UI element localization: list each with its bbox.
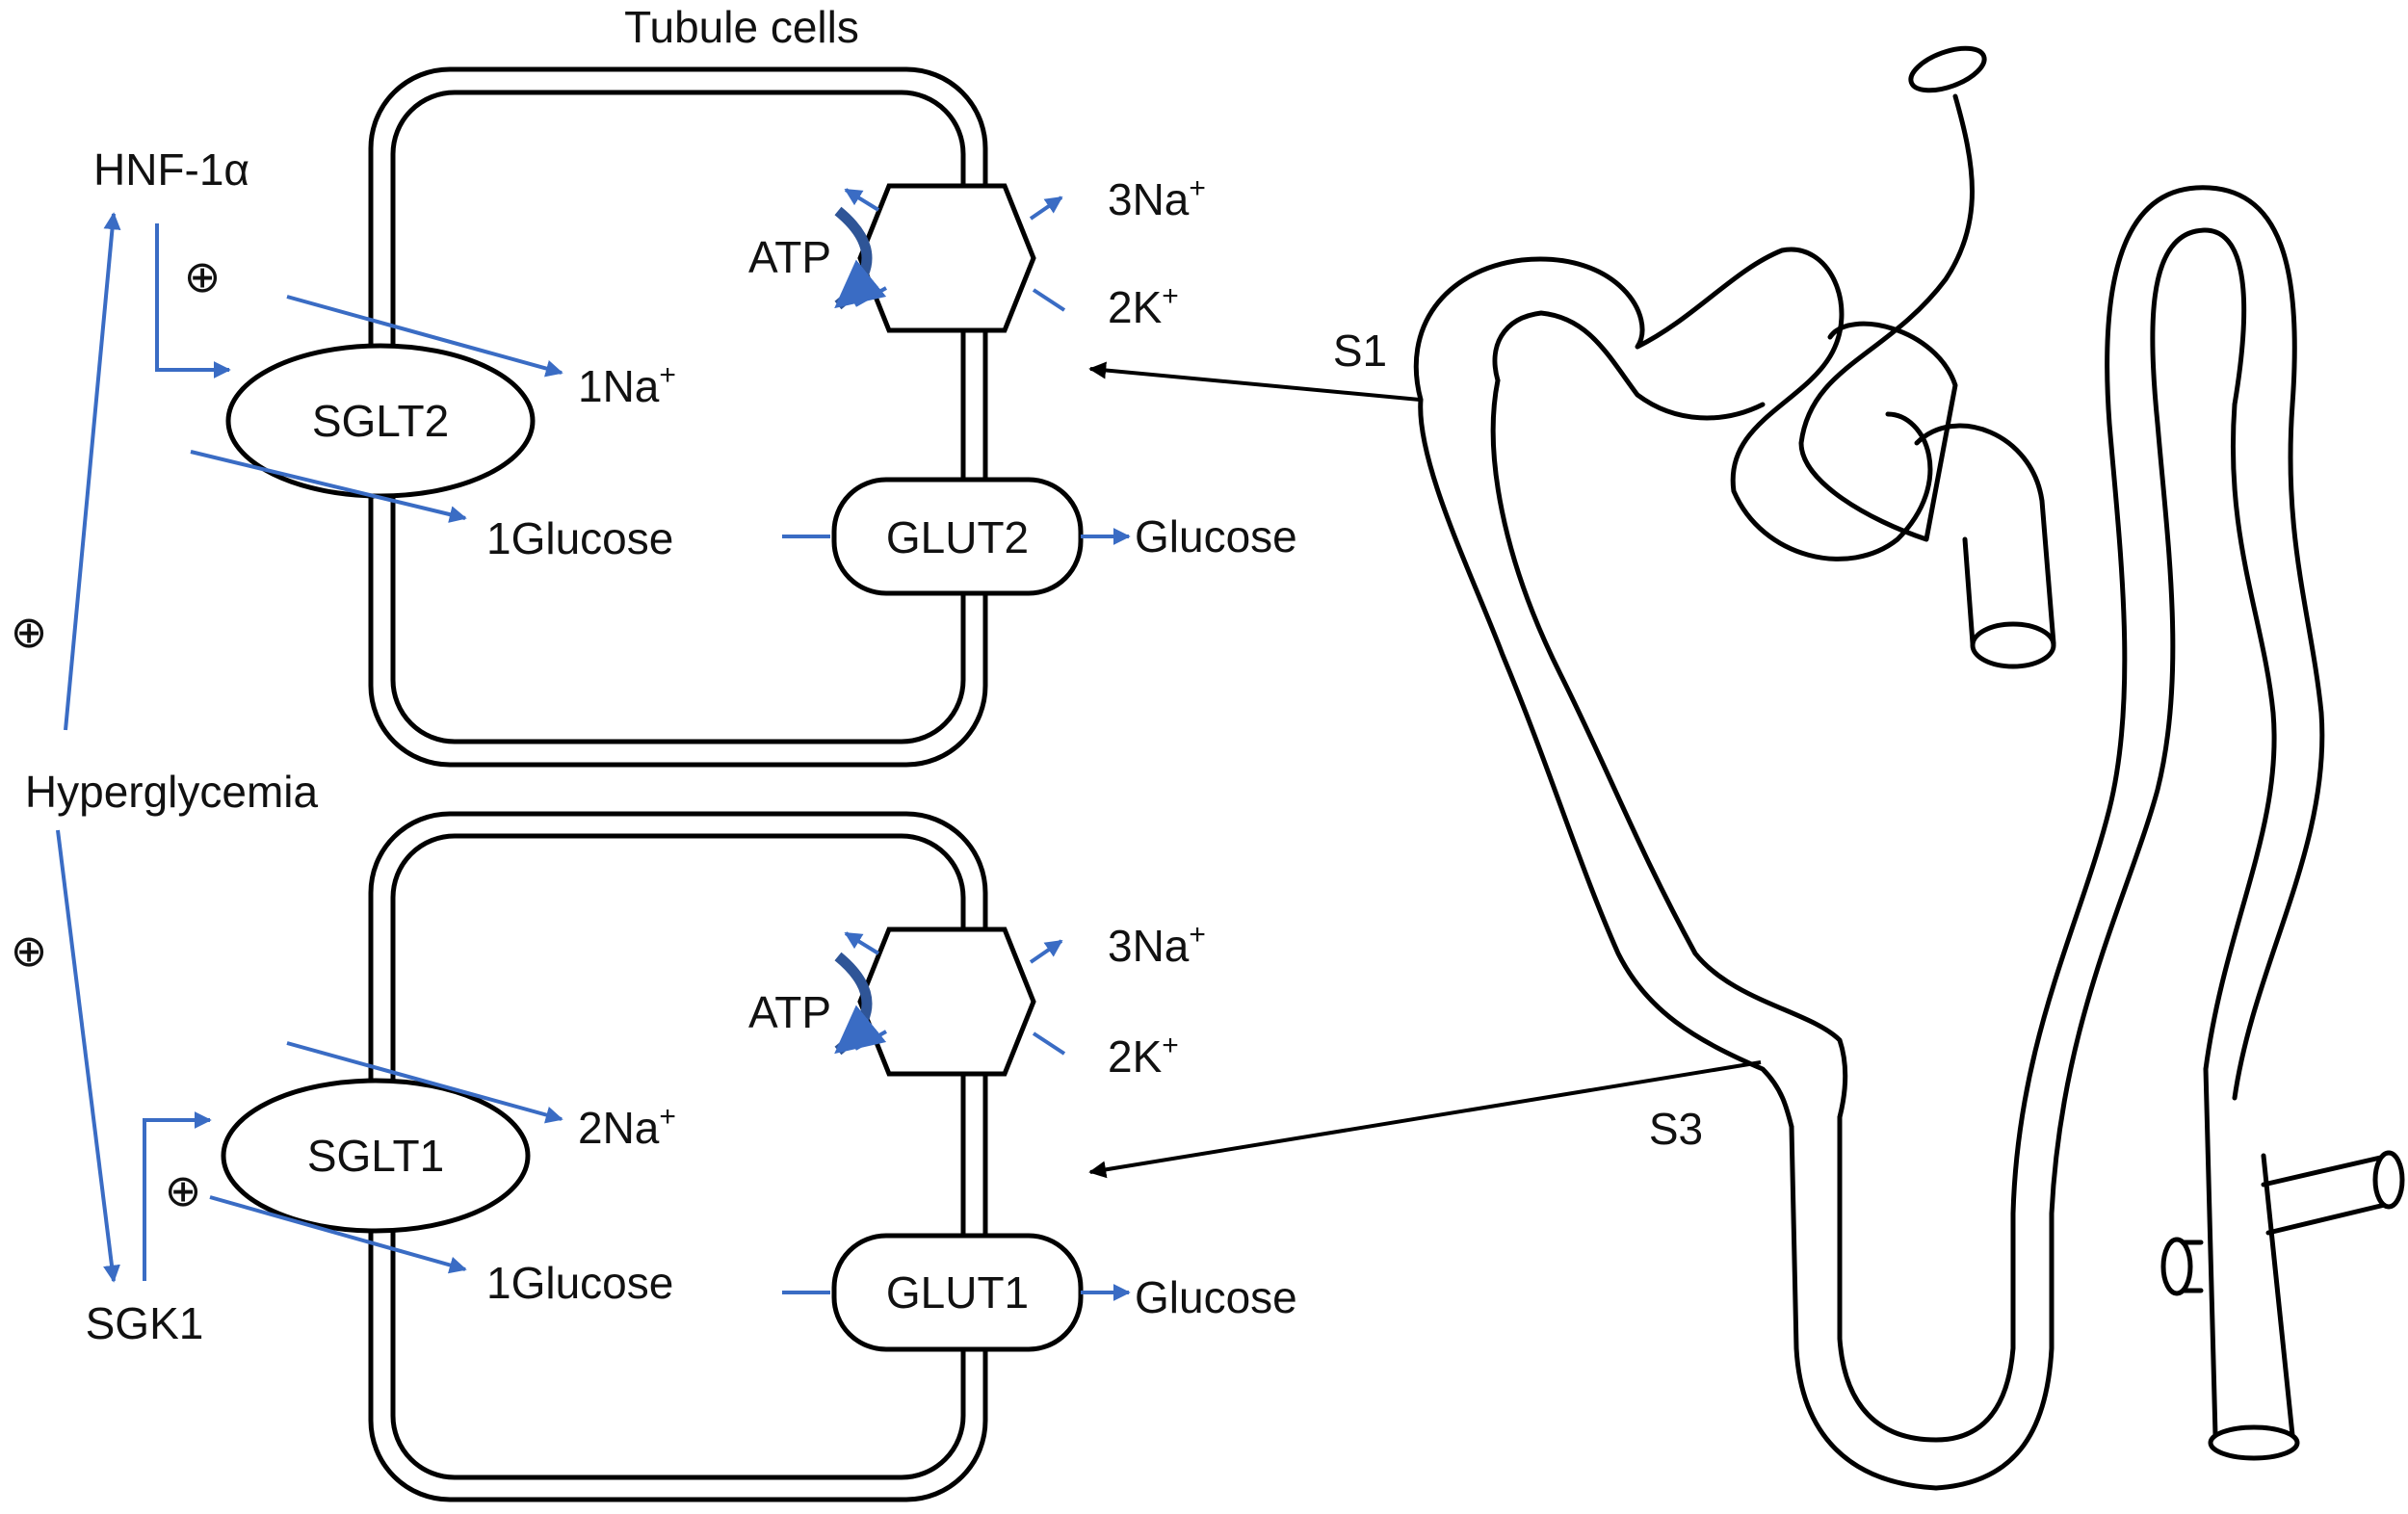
proximal-descending-inner: [1490, 378, 1848, 1120]
pump-k-bottom-label: 2K+: [1108, 1030, 1179, 1082]
glomerular-tube-opening: [1908, 45, 1987, 93]
arrow-hyperglycemia-to-hnf: [64, 212, 121, 731]
pump-k-top-label: 2K+: [1108, 280, 1179, 332]
proximal-tubule-outer-wall: [1798, 93, 1975, 542]
sodium-in-bottom-label: 2Na+: [578, 1101, 676, 1153]
arrow-na-out-right-bottom: [1029, 939, 1063, 964]
sglt2-label: SGLT2: [312, 396, 449, 446]
side-branch-right: [2261, 1153, 2392, 1236]
hnf1a-label: HNF-1α: [93, 144, 249, 195]
side-branch-right-opening: [2372, 1150, 2405, 1210]
line-k-in-right-bottom: [1032, 1031, 1066, 1056]
atp-arc-top: [834, 206, 887, 310]
arrow-na-in-bottom: [286, 1041, 563, 1124]
proximal-tube-end: [1914, 423, 2056, 646]
ascending-limb-left: [1933, 227, 2247, 1491]
glut1-label: GLUT1: [886, 1267, 1029, 1318]
atp-arc-bottom: [834, 952, 887, 1056]
descending-limb-left: [1789, 1124, 1939, 1491]
arrow-glucose-in-top: [190, 450, 467, 523]
plus-hnf-to-sglt2: ⊕: [184, 251, 222, 301]
line-k-in-right-top: [1032, 288, 1066, 312]
collecting-duct-left: [2203, 1066, 2218, 1438]
collecting-duct-opening: [2208, 1424, 2300, 1461]
nephron-tubule: S1 S3: [1088, 45, 2405, 1491]
distal-tubule: [2203, 402, 2277, 1072]
atp-top-label: ATP: [748, 232, 831, 282]
plus-hyperglycemia-to-sgk: ⊕: [11, 926, 48, 976]
side-branch-left-opening: [2160, 1237, 2193, 1296]
arrow-hnf-to-sglt2: [155, 223, 231, 378]
plus-hyperglycemia-to-hnf: ⊕: [11, 607, 48, 657]
na-k-pump-bottom: [857, 927, 1036, 1077]
segment-s1-label: S1: [1333, 326, 1387, 376]
sglt1-label: SGLT1: [307, 1131, 444, 1181]
proximal-descending-outer: [1418, 397, 1794, 1130]
arrow-na-in-top: [286, 295, 563, 378]
ascending-limb-right: [1933, 185, 2325, 1443]
sodium-in-top-label: 1Na+: [578, 359, 676, 411]
pump-na-top-label: 3Na+: [1108, 172, 1206, 224]
pump-na-bottom-label: 3Na+: [1108, 919, 1206, 971]
arrow-sgk-to-sglt1: [143, 1111, 212, 1281]
arrow-na-out-left-top: [844, 188, 880, 212]
sglt1-transporter: [221, 1078, 531, 1234]
glucose-in-bottom-label: 1Glucose: [486, 1258, 673, 1308]
atp-bottom-label: ATP: [748, 987, 831, 1037]
line-k-in-left-bottom: [854, 1030, 887, 1051]
arrow-na-out-right-top: [1029, 196, 1063, 221]
descending-limb-right: [1837, 1114, 1939, 1443]
na-k-pump-top: [857, 183, 1036, 333]
proximal-tube-end-opening: [1970, 621, 2056, 669]
cell-top: SGLT2 1Na+ 1Glucose GLUT2 Glucose ATP 3N…: [190, 66, 1297, 768]
collecting-duct-right: [2261, 1153, 2295, 1438]
arrow-s1-to-top-cell: [1088, 361, 1421, 402]
hyperglycemia-label: Hyperglycemia: [25, 767, 319, 817]
sgk1-label: SGK1: [86, 1298, 204, 1348]
plus-sgk-to-sglt1: ⊕: [165, 1165, 202, 1215]
glucose-in-top-label: 1Glucose: [486, 513, 673, 563]
proximal-tubule-loop: [1413, 247, 1933, 561]
segment-s3-label: S3: [1649, 1104, 1703, 1154]
arrow-s3-to-bottom-cell: [1088, 1060, 1762, 1179]
regulatory-pathway: HNF-1α Hyperglycemia SGK1 ⊕ ⊕ ⊕ ⊕: [11, 144, 319, 1348]
glucose-out-top-label: Glucose: [1135, 511, 1297, 561]
arrow-na-out-left-bottom: [844, 931, 880, 955]
line-k-in-left-top: [854, 286, 887, 307]
glut2-label: GLUT2: [886, 512, 1029, 562]
title-tubule-cells: Tubule cells: [624, 2, 859, 52]
proximal-tubule-inner-loop: [1492, 310, 1766, 421]
arrow-hyperglycemia-to-sgk: [56, 829, 120, 1283]
glucose-out-bottom-label: Glucose: [1135, 1272, 1297, 1322]
arrow-glucose-in-bottom: [209, 1195, 467, 1274]
cell-bottom: SGLT1 2Na+ 1Glucose GLUT1 Glucose ATP 3N…: [209, 811, 1297, 1502]
